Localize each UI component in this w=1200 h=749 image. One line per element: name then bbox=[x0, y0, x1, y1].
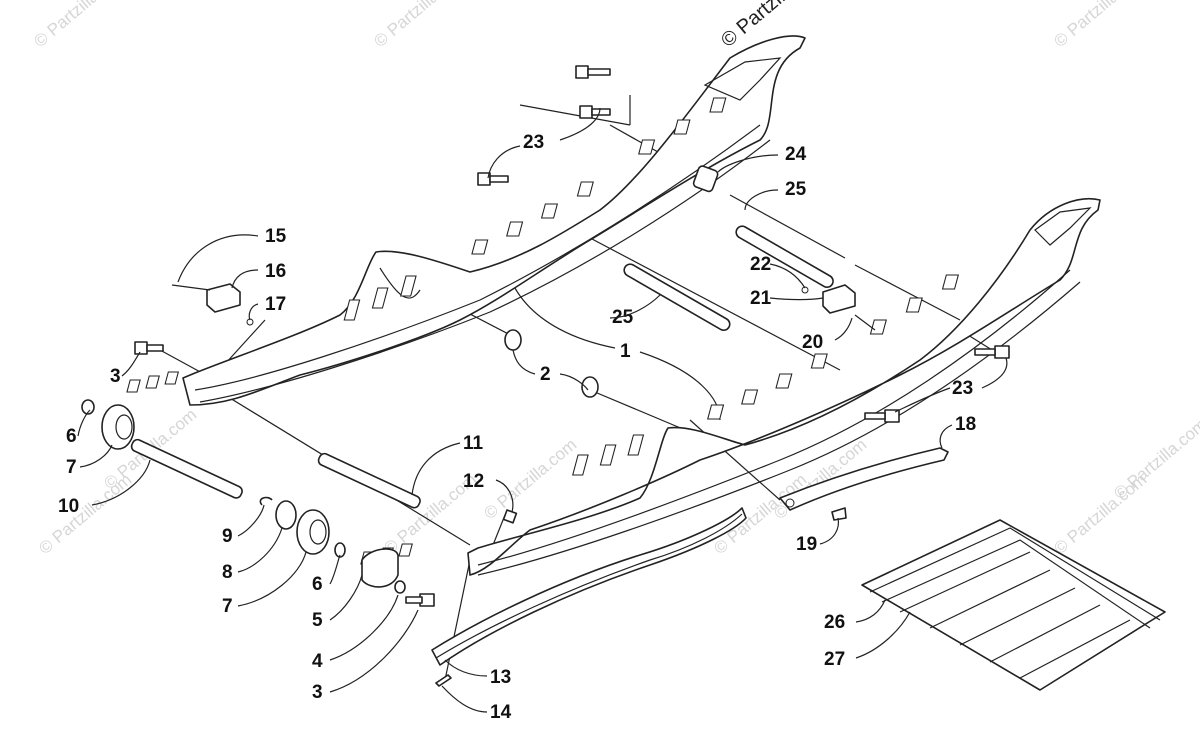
callout-13: 13 bbox=[490, 667, 511, 688]
watermark: © Partzilla.com bbox=[370, 0, 470, 51]
callout-4: 4 bbox=[312, 651, 323, 672]
watermark: © Partzilla.com bbox=[1110, 415, 1200, 503]
bolt-top-2 bbox=[579, 105, 611, 119]
callout-1: 1 bbox=[620, 341, 631, 362]
bolt-front bbox=[134, 341, 164, 355]
callout-16: 16 bbox=[265, 261, 286, 282]
bolt-side-2 bbox=[864, 409, 900, 423]
callout-26: 26 bbox=[824, 612, 845, 633]
block-16 bbox=[206, 283, 241, 313]
end-cap bbox=[361, 548, 399, 588]
callout-14: 14 bbox=[490, 702, 512, 723]
nut-12 bbox=[502, 509, 518, 524]
callout-25-lower: 25 bbox=[612, 307, 634, 328]
bolt-top-1 bbox=[575, 65, 611, 79]
bolt-side bbox=[974, 345, 1010, 359]
wear-strip bbox=[431, 507, 747, 666]
axle-10 bbox=[130, 438, 243, 499]
callout-20: 20 bbox=[802, 332, 823, 353]
bearing-8 bbox=[275, 500, 297, 530]
callout-23-upper: 23 bbox=[523, 132, 544, 153]
callout-24: 24 bbox=[785, 144, 807, 165]
watermark: © Partzilla.com bbox=[1050, 0, 1150, 51]
screw-14 bbox=[435, 674, 452, 687]
callout-2: 2 bbox=[540, 364, 551, 385]
washer bbox=[504, 329, 522, 351]
bushing bbox=[692, 165, 719, 193]
watermark: © Partzilla.com bbox=[30, 0, 130, 51]
watermark: © Partzilla.com bbox=[480, 435, 580, 523]
callout-3-lower: 3 bbox=[312, 682, 323, 703]
callout-10: 10 bbox=[58, 496, 79, 517]
washer bbox=[581, 376, 599, 398]
callout-21: 21 bbox=[750, 288, 772, 309]
bearing-front bbox=[101, 404, 135, 450]
far-rail-slots bbox=[126, 97, 727, 393]
callout-17: 17 bbox=[265, 294, 286, 315]
callout-27: 27 bbox=[824, 649, 845, 670]
callout-22: 22 bbox=[750, 254, 771, 275]
track-section bbox=[861, 519, 1166, 691]
callout-7-lower: 7 bbox=[222, 596, 233, 617]
spacer-tube-upper bbox=[735, 225, 834, 288]
callout-8: 8 bbox=[222, 562, 233, 583]
callout-5: 5 bbox=[312, 610, 323, 631]
bolt-top-3 bbox=[477, 172, 509, 186]
callout-19: 19 bbox=[796, 534, 817, 555]
spacer-tube-lower bbox=[623, 263, 731, 331]
callout-9: 9 bbox=[222, 526, 233, 547]
screw-19 bbox=[831, 507, 847, 521]
bearing-7 bbox=[296, 509, 330, 555]
far-slide-rail bbox=[182, 35, 806, 406]
callout-arcs bbox=[77, 107, 1008, 713]
callout-25-upper: 25 bbox=[785, 179, 807, 200]
bolt-3-lower bbox=[405, 593, 435, 607]
callout-3-upper: 3 bbox=[110, 366, 121, 387]
callout-23-lower: 23 bbox=[952, 378, 973, 399]
callout-12: 12 bbox=[463, 471, 484, 492]
callout-11: 11 bbox=[463, 433, 484, 454]
callout-15: 15 bbox=[265, 226, 287, 247]
bracket-18 bbox=[779, 447, 949, 511]
callout-labels: 1 2 3 3 4 5 6 6 7 7 8 9 10 11 12 13 14 1… bbox=[58, 132, 976, 723]
shaft-11 bbox=[317, 452, 421, 509]
hardware bbox=[81, 65, 1166, 691]
block-21 bbox=[822, 284, 856, 314]
callout-6-upper: 6 bbox=[66, 426, 77, 447]
callout-6-lower: 6 bbox=[312, 574, 323, 595]
callout-7-upper: 7 bbox=[66, 457, 77, 478]
callout-18: 18 bbox=[955, 414, 976, 435]
